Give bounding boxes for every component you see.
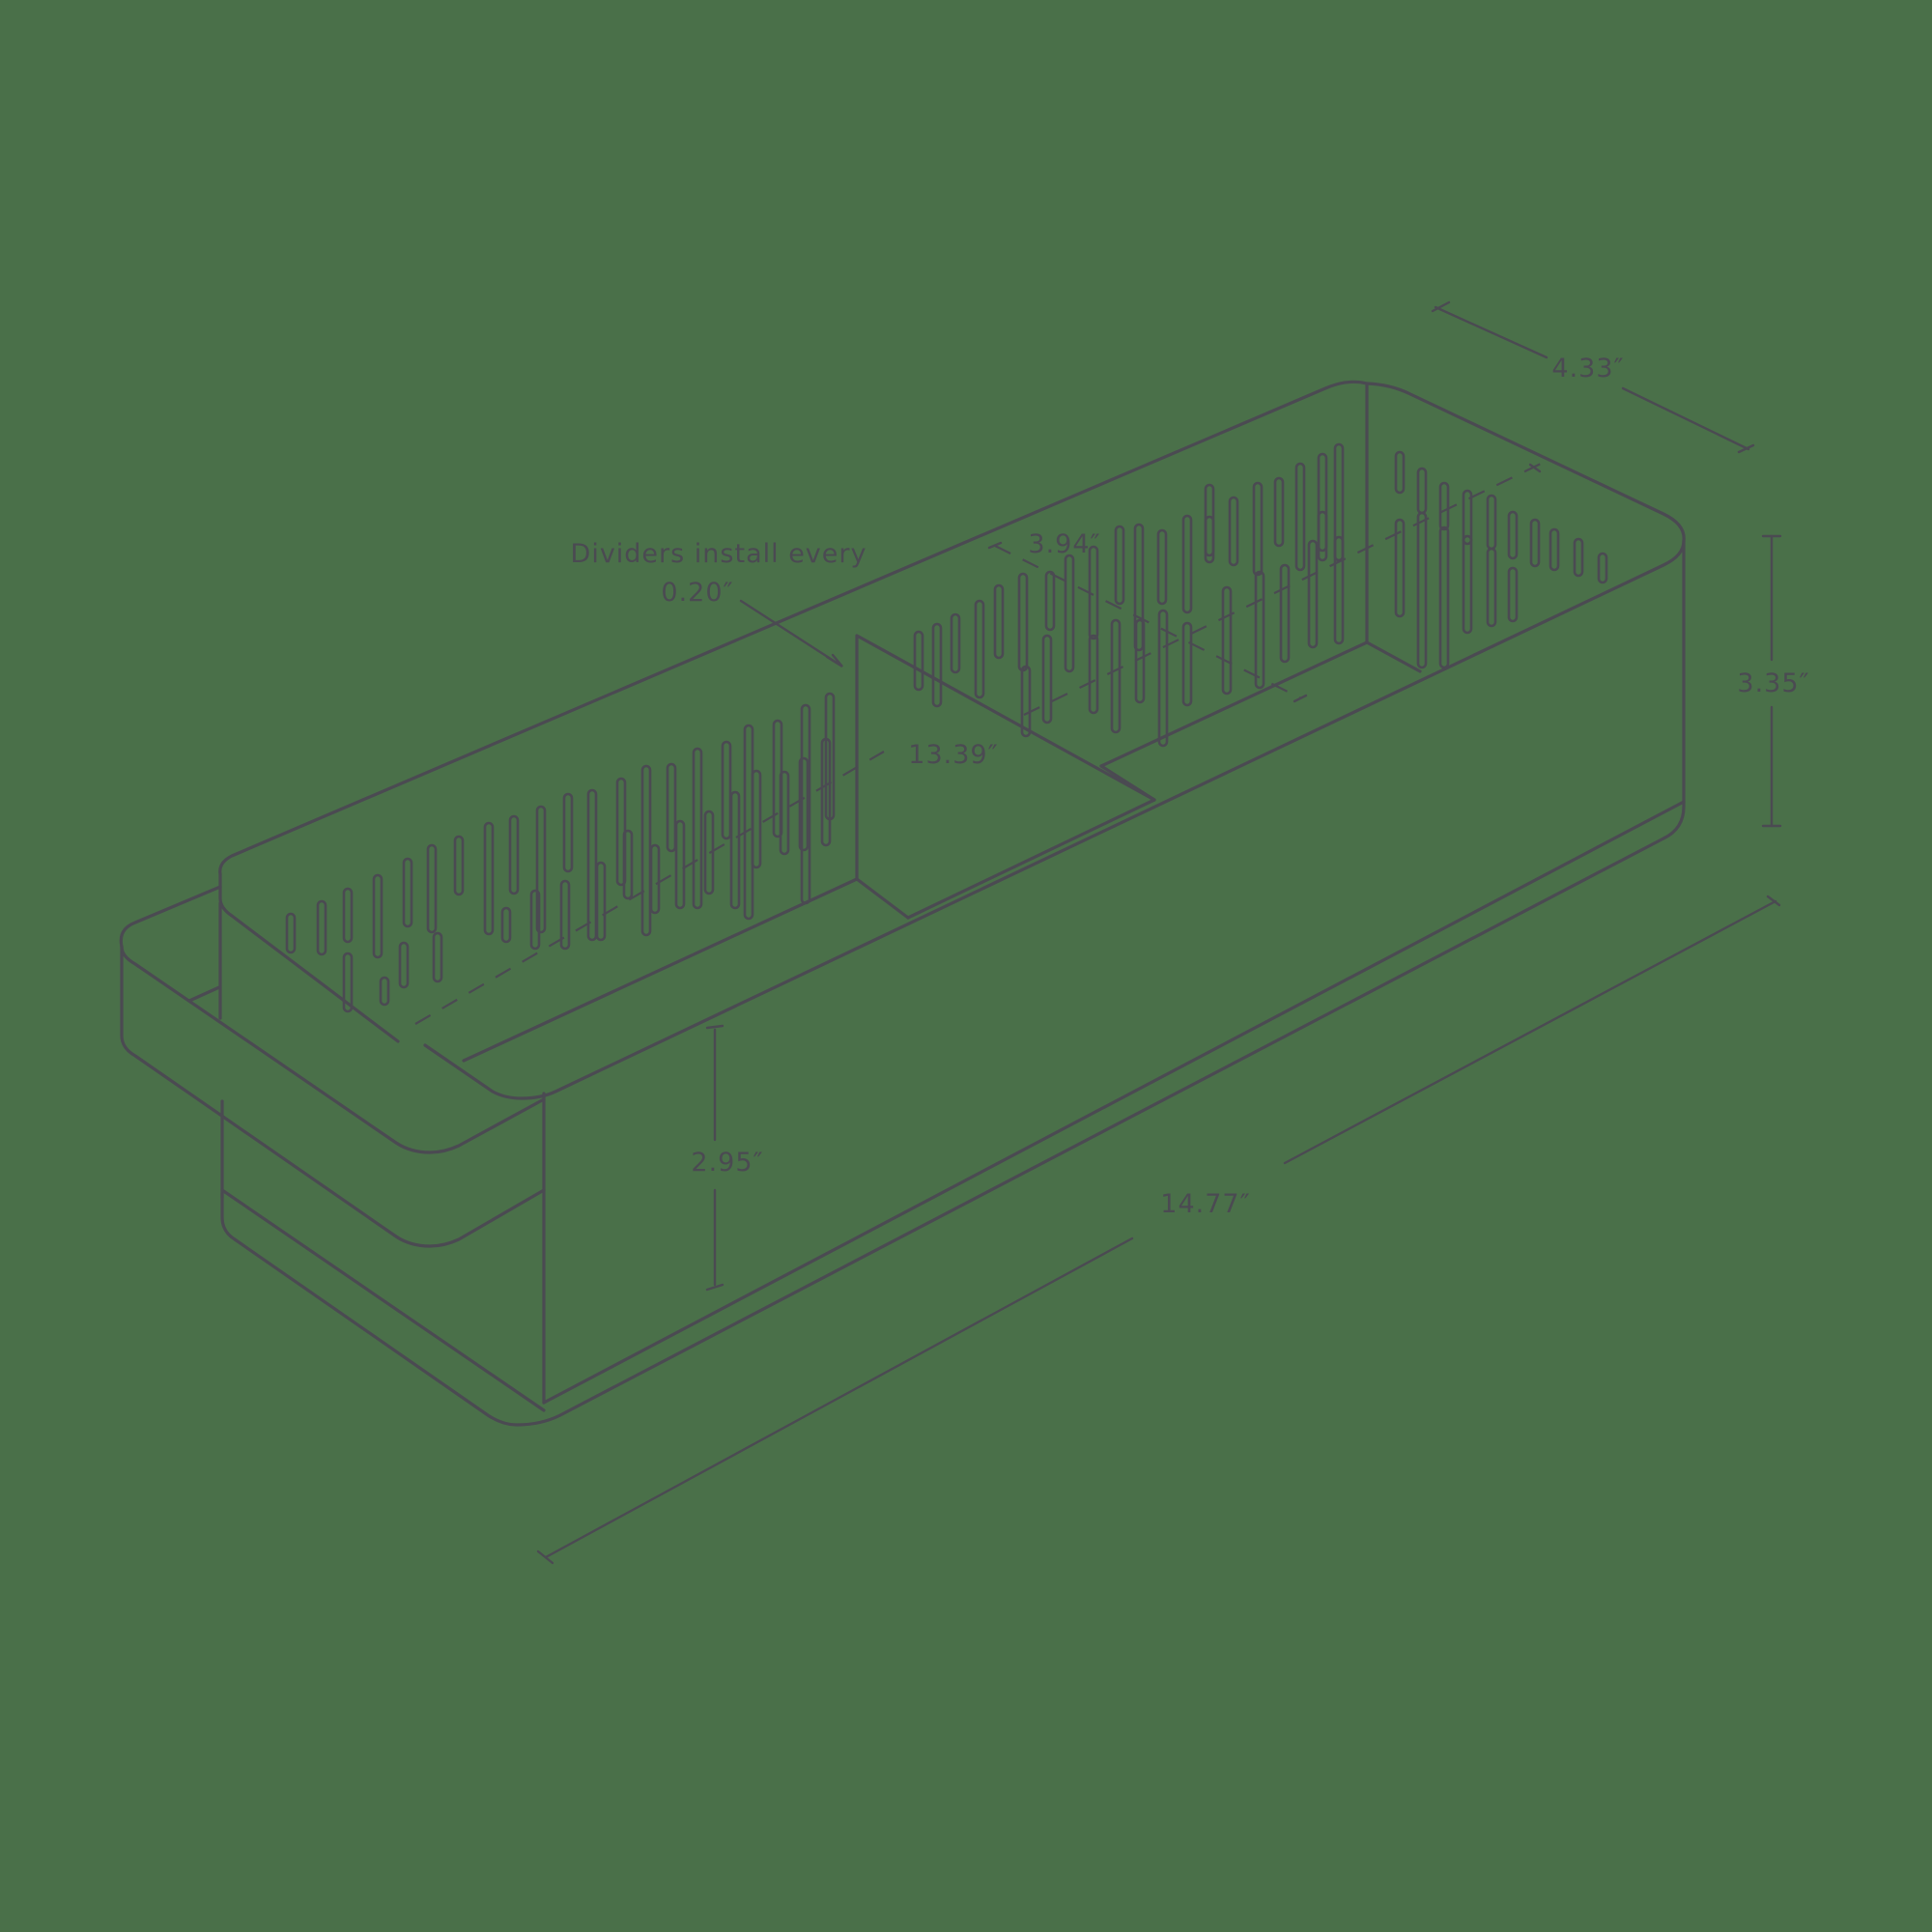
dim-4-33-segment-a [1434,305,1548,359]
dimension-label-depth-outer: 4.33″ [1551,354,1625,384]
dimension-label-length-outer: 14.77″ [1160,1189,1251,1219]
divider-panel [855,634,1156,881]
divider-spacing-note-line1: Dividers install every [570,539,867,569]
handle-end-cap [119,885,546,1248]
dimension-label-height-inner: 2.95″ [691,1148,764,1178]
dim-4-33-segment-b [1621,386,1750,451]
slots-right [913,442,1608,748]
slots-left [285,692,836,1013]
dimension-label-height-outer: 3.35″ [1737,668,1810,698]
dimension-label-depth-inner: 3.94″ [1028,529,1101,559]
tray-outline [218,380,1686,1427]
dimension-lines [414,300,1782,1565]
divider-spacing-note-line2: 0.20″ [661,578,734,608]
dimension-label-length-inner: 13.39″ [908,740,999,770]
inner-floor [462,640,1422,1063]
